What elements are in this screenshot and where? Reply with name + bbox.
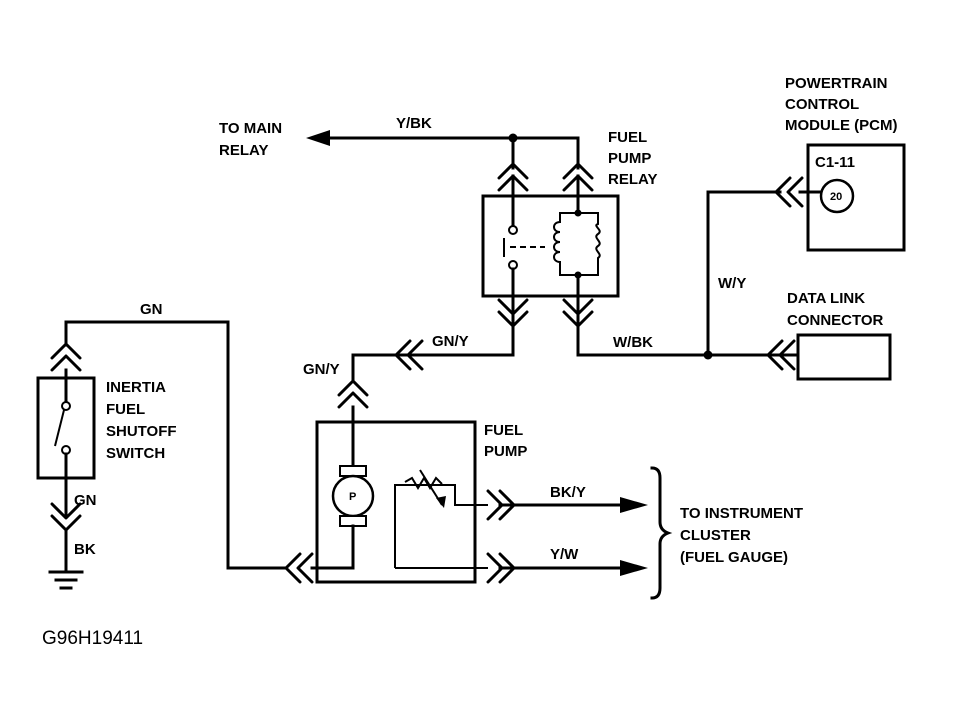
arrow-to-main-relay-icon (306, 130, 330, 146)
instrument-cluster-brace-icon (650, 466, 673, 600)
figure-code: G96H19411 (42, 628, 143, 649)
label-gn-top: GN (140, 301, 163, 318)
label-fuel-pump-relay-2: PUMP (608, 150, 651, 167)
motor-brush-top (339, 465, 367, 477)
fuel-sender-circuit (394, 484, 488, 568)
pcm (798, 143, 906, 252)
label-pcm-2: CONTROL (785, 96, 859, 113)
relay-contact-upper (508, 225, 518, 235)
label-inertia-2: FUEL (106, 401, 145, 418)
label-y-w: Y/W (550, 546, 579, 563)
arrow-y-w-icon (620, 560, 648, 576)
fuel-pump-assembly (310, 405, 488, 584)
label-inertia-3: SHUTOFF (106, 423, 177, 440)
arrow-bk-y-icon (620, 497, 648, 513)
connector-gn-y-icon (394, 339, 424, 371)
label-gn-lower: GN (74, 492, 97, 509)
wires (48, 130, 782, 590)
connector-fuel-pump-left-icon (284, 552, 314, 584)
data-link-connector-box (796, 333, 892, 381)
connector-bk-y-icon (486, 489, 516, 521)
label-pcm-3: MODULE (PCM) (785, 117, 898, 134)
label-fuel-pump-relay-1: FUEL (608, 129, 647, 146)
connectors (50, 162, 804, 584)
label-motor-p: P (349, 491, 356, 503)
label-data-link-connector-2: CONNECTOR (787, 312, 884, 329)
relay-diode-resistor-icon (578, 212, 601, 276)
connector-pcm-icon (774, 176, 804, 208)
inertia-switch-blade (54, 409, 65, 447)
labels: TO MAIN RELAY Y/BK FUEL PUMP RELAY POWER… (42, 75, 898, 649)
label-c1-11: C1-11 (815, 154, 855, 171)
splice-dot-w-bk (703, 350, 713, 360)
fuel-sender-wiper-arrow-icon (436, 496, 446, 508)
label-bk: BK (74, 541, 96, 558)
label-data-link-connector-1: DATA LINK (787, 290, 865, 307)
label-instrument-cluster-3: (FUEL GAUGE) (680, 549, 788, 566)
label-instrument-cluster-1: TO INSTRUMENT (680, 505, 803, 522)
label-bk-y: BK/Y (550, 484, 586, 501)
label-w-y: W/Y (718, 275, 746, 292)
label-inertia-1: INERTIA (106, 379, 166, 396)
connector-relay-bottom-left-icon (497, 298, 529, 328)
splice-dot-y-bk (508, 133, 518, 143)
connector-relay-bottom-right-icon (562, 298, 594, 328)
label-inertia-4: SWITCH (106, 445, 165, 462)
label-to-main-relay-2: RELAY (219, 142, 268, 159)
label-w-bk: W/BK (613, 334, 653, 351)
label-gn-y-2: GN/Y (303, 361, 340, 378)
label-y-bk: Y/BK (396, 115, 432, 132)
label-fuel-pump-2: PUMP (484, 443, 527, 460)
label-fuel-pump-relay-3: RELAY (608, 171, 657, 188)
relay-coil-icon (553, 212, 578, 276)
inertia-switch-contact-upper (61, 401, 71, 411)
label-instrument-cluster-2: CLUSTER (680, 527, 751, 544)
label-fuel-pump-1: FUEL (484, 422, 523, 439)
connector-fuel-pump-top-icon (337, 379, 369, 409)
pcm-pin-circle (819, 178, 855, 214)
label-pin-20: 20 (830, 191, 842, 203)
label-pcm-1: POWERTRAIN (785, 75, 888, 92)
fuel-pump-relay (481, 194, 620, 298)
label-to-main-relay-1: TO MAIN (219, 120, 282, 137)
inertia-switch (36, 368, 96, 480)
connector-inertia-top-icon (50, 342, 82, 372)
connector-inertia-bottom-icon (50, 502, 82, 532)
connector-y-w-icon (486, 552, 516, 584)
label-gn-y-1: GN/Y (432, 333, 469, 350)
